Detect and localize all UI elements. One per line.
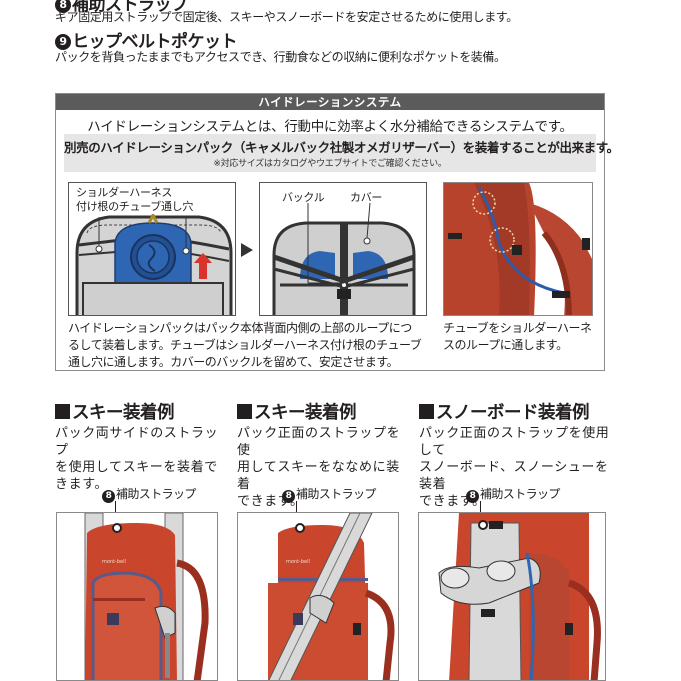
next-step-arrow-icon — [241, 243, 253, 257]
number-badge: 8 — [55, 0, 71, 13]
number-badge: 9 — [55, 34, 71, 50]
leader-line — [296, 501, 297, 518]
photo-snowboard — [418, 512, 606, 681]
pack-back-illustration — [75, 211, 233, 315]
example-desc: パック両サイドのストラップ を使用してスキーを装着で きます。 — [55, 426, 219, 492]
pack-ski-diagonal-illustration: mont-bell — [268, 513, 395, 680]
hydration-note-small: ※対応サイズはカタログやウエブサイトでご確認ください。 — [213, 159, 447, 169]
svg-text:mont-bell: mont-bell — [286, 559, 310, 565]
pack-shoulder-photo — [444, 183, 592, 315]
hydration-note-bold: 別売のハイドレーションパック（キャメルバック社製オメガリザーバー）を装着すること… — [64, 140, 619, 155]
square-bullet-icon — [55, 404, 70, 419]
hydration-header: ハイドレーションシステム — [56, 94, 604, 110]
photo-ski-side: mont-bell — [56, 512, 218, 681]
feature-9-body: パックを背負ったままでもアクセスでき、行動食などの収納に便利なポケットを装備。 — [55, 50, 506, 64]
leader-line — [115, 501, 116, 518]
example-title: スキー装着例 — [237, 399, 407, 424]
buckle-label: バックル — [282, 191, 325, 204]
photo-ski-diagonal: mont-bell — [237, 512, 399, 681]
square-bullet-icon — [237, 404, 252, 419]
leader-line — [480, 501, 481, 518]
diagram-reservoir-insert: ショルダーハーネス 付け根のチューブ通し穴 — [68, 182, 236, 316]
hydration-intro: ハイドレーションシステムとは、行動中に効率よく水分補給できるシステムです。 — [87, 119, 573, 135]
example-ski-diagonal: スキー装着例 パック正面のストラップを使 用してスキーをななめに装着 できます。 — [237, 399, 407, 510]
svg-text:mont-bell: mont-bell — [102, 559, 126, 565]
hydration-note: 別売のハイドレーションパック（キャメルバック社製オメガリザーバー）を装着すること… — [64, 134, 619, 172]
example-title: スノーボード装着例 — [419, 399, 619, 424]
hydration-caption-right: チューブをショルダーハーネ スのループに通します。 — [443, 321, 592, 352]
photo-tube-routing — [443, 182, 593, 316]
tube-hole-label: ショルダーハーネス 付け根のチューブ通し穴 — [76, 186, 194, 214]
pack-cover-illustration — [272, 202, 416, 315]
hydration-caption-left: ハイドレーションパックはパック本体背面内側の上部のループにつ るして装着します。… — [68, 321, 422, 369]
pack-snowboard-illustration — [438, 513, 601, 680]
hydration-system-box: ハイドレーションシステム ハイドレーションシステムとは、行動中に効率よく水分補給… — [55, 93, 619, 371]
diagram-cover-buckle: バックル カバー — [259, 182, 427, 316]
example-ski-side: スキー装着例 パック両サイドのストラップ を使用してスキーを装着で きます。 — [55, 399, 225, 493]
example-desc: パック正面のストラップを使 用してスキーをななめに装着 できます。 — [237, 426, 401, 509]
example-title: スキー装着例 — [55, 399, 225, 424]
feature-8-body: ギア固定用ストラップで固定後、スキーやスノーボードを安定させるために使用します。 — [55, 10, 518, 24]
pack-ski-side-illustration: mont-bell — [84, 513, 209, 680]
square-bullet-icon — [419, 404, 434, 419]
cover-label: カバー — [350, 191, 383, 204]
